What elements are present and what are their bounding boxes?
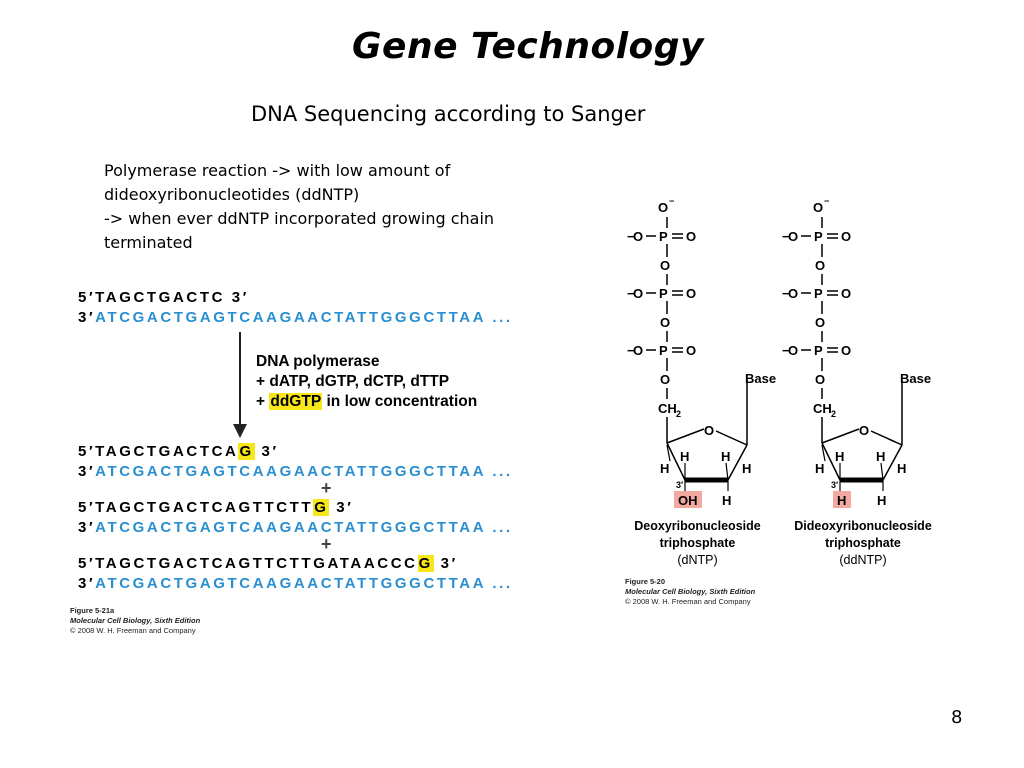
svg-text:P: P bbox=[659, 343, 668, 358]
svg-text:Base: Base bbox=[745, 371, 776, 386]
svg-text:O: O bbox=[633, 286, 643, 301]
svg-text:P: P bbox=[814, 286, 823, 301]
plus-sign: + bbox=[321, 478, 332, 498]
svg-text:O: O bbox=[686, 229, 696, 244]
svg-text:H: H bbox=[660, 461, 669, 476]
svg-text:O: O bbox=[686, 286, 696, 301]
svg-text:−: − bbox=[627, 343, 635, 358]
svg-text:P: P bbox=[659, 229, 668, 244]
svg-text:O: O bbox=[633, 343, 643, 358]
svg-text:H: H bbox=[722, 493, 731, 508]
svg-text:Base: Base bbox=[900, 371, 931, 386]
svg-text:O: O bbox=[704, 423, 714, 438]
template-strand: 3′ATCGACTGAGTCAAGAACTATTGGGCTTAA ... bbox=[78, 575, 513, 592]
svg-text:O: O bbox=[660, 372, 670, 387]
svg-text:2: 2 bbox=[676, 409, 681, 419]
figure-caption-left: Figure 5-21a Molecular Cell Biology, Six… bbox=[70, 606, 201, 635]
figure-caption-right: Figure 5-20 Molecular Cell Biology, Sixt… bbox=[625, 577, 756, 606]
primer-strand: 5′TAGCTGACTC 3′ bbox=[78, 289, 249, 306]
svg-text:O: O bbox=[788, 286, 798, 301]
dntp-structure: O− −O P O O −O P O O −O P O bbox=[627, 196, 776, 508]
svg-text:O: O bbox=[815, 258, 825, 273]
svg-text:−: − bbox=[782, 286, 790, 301]
svg-text:O: O bbox=[813, 200, 823, 215]
template-strand: 3′ATCGACTGAGTCAAGAACTATTGGGCTTAA ... bbox=[78, 309, 513, 326]
nucleotide-structures: O− −O P O O −O P O O −O P O bbox=[627, 196, 931, 508]
svg-text:P: P bbox=[814, 229, 823, 244]
svg-text:P: P bbox=[659, 286, 668, 301]
product-strand: 5′TAGCTGACTCAGTTCTTGATAACCCG 3′ bbox=[78, 555, 458, 572]
svg-text:O: O bbox=[658, 200, 668, 215]
svg-text:H: H bbox=[876, 449, 885, 464]
svg-text:O: O bbox=[815, 372, 825, 387]
svg-text:O: O bbox=[660, 315, 670, 330]
polymerase-reaction: DNA polymerase + dATP, dGTP, dCTP, dTTP … bbox=[256, 352, 477, 412]
svg-text:O: O bbox=[633, 229, 643, 244]
svg-text:−: − bbox=[824, 196, 829, 206]
template-strand: 3′ATCGACTGAGTCAAGAACTATTGGGCTTAA ... bbox=[78, 463, 513, 480]
svg-text:O: O bbox=[841, 343, 851, 358]
body-line: terminated bbox=[104, 233, 193, 252]
ddntp-label: Dideoxyribonucleoside triphosphate (ddNT… bbox=[794, 519, 932, 567]
svg-text:H: H bbox=[721, 449, 730, 464]
dntp-oh-label: OH bbox=[678, 493, 698, 508]
svg-text:−: − bbox=[627, 229, 635, 244]
body-line: dideoxyribonucleotides (ddNTP) bbox=[104, 185, 360, 204]
body-line: Polymerase reaction -> with low amount o… bbox=[104, 161, 451, 180]
polymerase-line: DNA polymerase bbox=[256, 353, 380, 370]
product-strand: 5′TAGCTGACTCAGTTCTTG 3′ bbox=[78, 499, 354, 516]
dntp-label: Deoxyribonucleoside triphosphate (dNTP) bbox=[634, 519, 761, 567]
svg-text:H: H bbox=[815, 461, 824, 476]
body-text: Polymerase reaction -> with low amount o… bbox=[104, 159, 564, 255]
template-strand: 3′ATCGACTGAGTCAAGAACTATTGGGCTTAA ... bbox=[78, 519, 513, 536]
product-strand: 5′TAGCTGACTCAG 3′ bbox=[78, 443, 279, 460]
svg-text:O: O bbox=[686, 343, 696, 358]
polymerase-line: + dATP, dGTP, dCTP, dTTP bbox=[256, 373, 450, 390]
page-number: 8 bbox=[951, 707, 963, 728]
svg-text:O: O bbox=[660, 258, 670, 273]
svg-text:O: O bbox=[788, 229, 798, 244]
down-arrow-icon bbox=[233, 332, 247, 438]
svg-text:O: O bbox=[788, 343, 798, 358]
svg-text:H: H bbox=[835, 449, 844, 464]
ddgtp-line: + ddGTP in low concentration bbox=[256, 393, 478, 410]
svg-text:O: O bbox=[815, 315, 825, 330]
slide-subtitle: DNA Sequencing according to Sanger bbox=[251, 102, 646, 126]
ddntp-h-label: H bbox=[837, 493, 846, 508]
plus-sign: + bbox=[321, 534, 332, 554]
svg-text:CH: CH bbox=[813, 401, 832, 416]
svg-text:H: H bbox=[742, 461, 751, 476]
slide-title: Gene Technology bbox=[351, 26, 704, 67]
svg-text:2: 2 bbox=[831, 409, 836, 419]
svg-text:−: − bbox=[782, 229, 790, 244]
svg-text:CH: CH bbox=[658, 401, 677, 416]
svg-text:3′: 3′ bbox=[831, 480, 838, 490]
svg-text:H: H bbox=[897, 461, 906, 476]
svg-text:−: − bbox=[669, 196, 674, 206]
svg-text:P: P bbox=[814, 343, 823, 358]
svg-text:H: H bbox=[680, 449, 689, 464]
svg-text:H: H bbox=[877, 493, 886, 508]
ddntp-structure: O− −O P O O −O P O O −O P O bbox=[782, 196, 931, 508]
svg-text:−: − bbox=[782, 343, 790, 358]
svg-text:O: O bbox=[841, 286, 851, 301]
body-line: -> when ever ddNTP incorporated growing … bbox=[104, 209, 495, 228]
svg-text:O: O bbox=[841, 229, 851, 244]
svg-text:3′: 3′ bbox=[676, 480, 683, 490]
svg-text:O: O bbox=[859, 423, 869, 438]
svg-text:−: − bbox=[627, 286, 635, 301]
